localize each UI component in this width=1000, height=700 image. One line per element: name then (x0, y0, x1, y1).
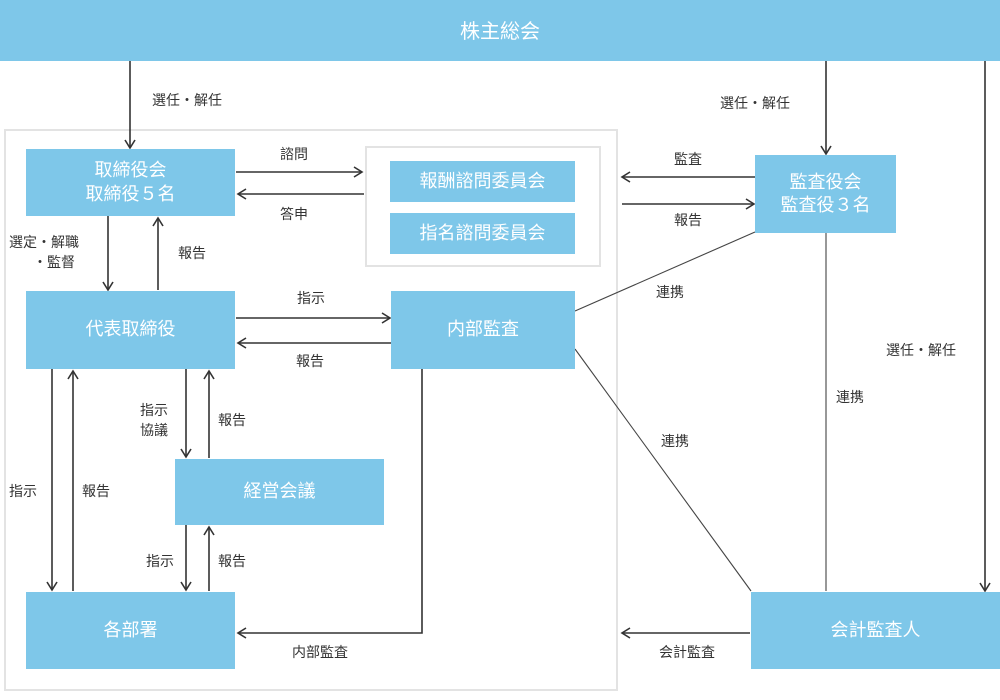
arrow-internal-audit-dept (236, 369, 423, 639)
company-frame (4, 129, 618, 691)
label-accounting-audit: 会計監査 (659, 645, 715, 661)
label-consult: 諮問 (280, 147, 308, 163)
label-select-line1: 選定・解職 (9, 235, 79, 251)
label-report-auditors: 報告 (674, 213, 702, 229)
label-appoint-board: 選任・解任 (152, 93, 222, 109)
departments-label: 各部署 (103, 619, 158, 641)
label-liaison-1: 連携 (656, 285, 684, 301)
label-instruct-confer-line2: 協議 (140, 423, 168, 439)
label-audit: 監査 (674, 152, 702, 168)
ceo-box: 代表取締役 (26, 291, 235, 369)
committee-frame (365, 146, 601, 267)
board-box: 取締役会 取締役５名 (26, 149, 235, 216)
label-appoint-auditors: 選任・解任 (720, 96, 790, 112)
label-report-dept-mgmt: 報告 (218, 554, 246, 570)
departments-box: 各部署 (26, 592, 235, 669)
auditors-title: 監査役会 (789, 171, 862, 193)
accounting-auditor-box: 会計監査人 (751, 592, 1000, 669)
nomination-committee-box: 指名諮問委員会 (390, 213, 575, 254)
label-instruct-confer-line1: 指示 (140, 403, 168, 419)
board-title: 取締役会 (94, 160, 167, 182)
label-internal-audit-dept: 内部監査 (292, 645, 348, 661)
internal-audit-label: 内部監査 (447, 319, 519, 341)
label-answer: 答申 (280, 207, 308, 223)
ceo-label: 代表取締役 (85, 319, 176, 341)
label-report-ceo-board: 報告 (178, 246, 206, 262)
label-appoint-accounting: 選任・解任 (886, 343, 956, 359)
label-report-internal: 報告 (296, 354, 324, 370)
shareholders-label: 株主総会 (460, 18, 540, 43)
management-label: 経営会議 (243, 481, 316, 503)
accounting-auditor-label: 会計監査人 (830, 619, 921, 641)
nomination-label: 指名諮問委員会 (419, 222, 546, 244)
label-liaison-2: 連携 (836, 390, 864, 406)
remuneration-label: 報酬諮問委員会 (419, 170, 546, 192)
label-select-line2: ・監督 (33, 255, 75, 271)
management-meeting-box: 経営会議 (175, 459, 384, 525)
board-count: 取締役５名 (85, 183, 176, 205)
label-report-management: 報告 (218, 413, 246, 429)
line-liaison-auditors-internal (574, 231, 756, 312)
label-liaison-3: 連携 (661, 434, 689, 450)
label-instruct-dept: 指示 (9, 484, 37, 500)
shareholders-meeting-box: 株主総会 (0, 0, 1000, 61)
auditors-box: 監査役会 監査役３名 (755, 155, 896, 233)
label-instruct-internal: 指示 (297, 291, 325, 307)
auditors-count: 監査役３名 (780, 195, 871, 216)
remuneration-committee-box: 報酬諮問委員会 (390, 161, 575, 202)
internal-audit-box: 内部監査 (391, 291, 575, 369)
label-instruct-dept-mgmt: 指示 (146, 554, 174, 570)
line-liaison-internal-accounting (574, 348, 752, 592)
label-report-dept: 報告 (82, 484, 110, 500)
